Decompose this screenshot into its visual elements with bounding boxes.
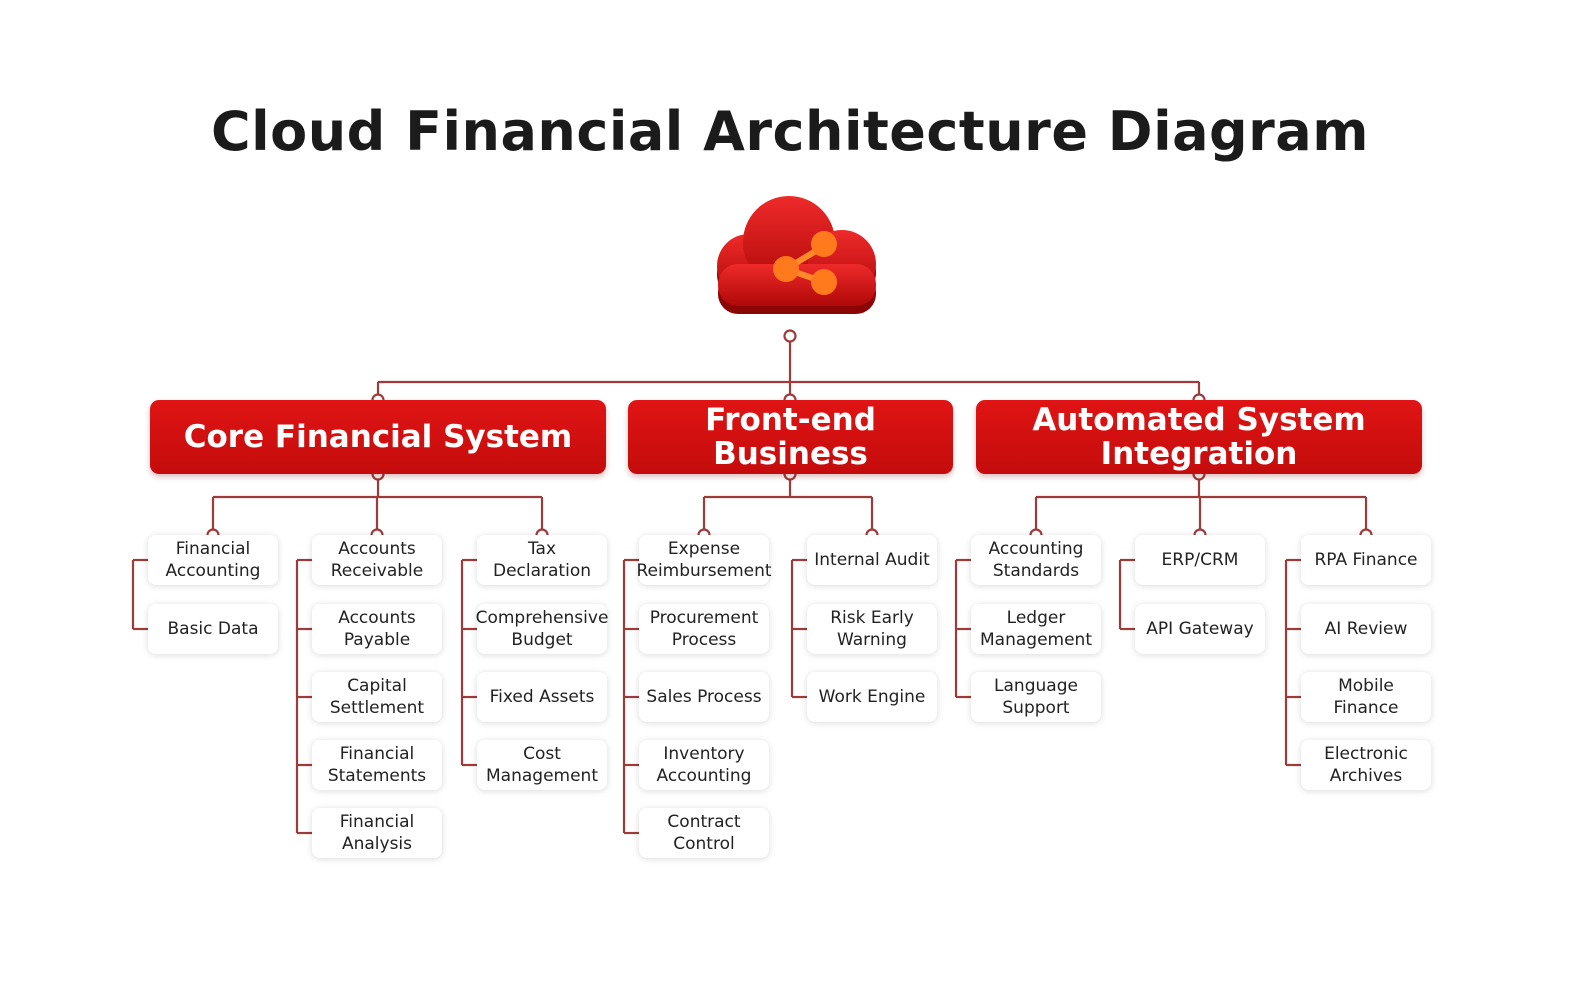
root-junction-dot — [783, 329, 797, 343]
module-node: Tax Declaration — [477, 535, 607, 585]
module-node: Procurement Process — [639, 604, 769, 654]
category-header: Front-end Business — [628, 400, 953, 474]
module-node: ERP/CRM — [1135, 535, 1265, 585]
module-node: Capital Settlement — [312, 672, 442, 722]
module-node: Accounts Receivable — [312, 535, 442, 585]
module-node: Expense Reimbursement — [636, 535, 772, 585]
module-node: API Gateway — [1135, 604, 1265, 654]
module-node: Financial Analysis — [312, 808, 442, 858]
module-node: Work Engine — [807, 672, 937, 722]
module-node: Accounting Standards — [971, 535, 1101, 585]
module-node: Fixed Assets — [477, 672, 607, 722]
module-node: Risk Early Warning — [807, 604, 937, 654]
module-node: Accounts Payable — [312, 604, 442, 654]
module-node: RPA Finance — [1301, 535, 1431, 585]
module-node: Mobile Finance — [1301, 672, 1431, 722]
module-node: Basic Data — [148, 604, 278, 654]
module-node: Contract Control — [639, 808, 769, 858]
module-node: Financial Statements — [312, 740, 442, 790]
category-header: Automated System Integration — [976, 400, 1422, 474]
module-node: Language Support — [971, 672, 1101, 722]
module-node: Financial Accounting — [148, 535, 278, 585]
cloud-share-icon — [717, 196, 876, 314]
module-node: Internal Audit — [807, 535, 937, 585]
module-node: Electronic Archives — [1301, 740, 1431, 790]
module-node: Comprehensive Budget — [476, 604, 608, 654]
module-node: Sales Process — [639, 672, 769, 722]
module-node: Inventory Accounting — [639, 740, 769, 790]
module-node: AI Review — [1301, 604, 1431, 654]
category-header: Core Financial System — [150, 400, 606, 474]
module-node: Ledger Management — [971, 604, 1101, 654]
module-node: Cost Management — [477, 740, 607, 790]
diagram-title: Cloud Financial Architecture Diagram — [210, 100, 1370, 163]
